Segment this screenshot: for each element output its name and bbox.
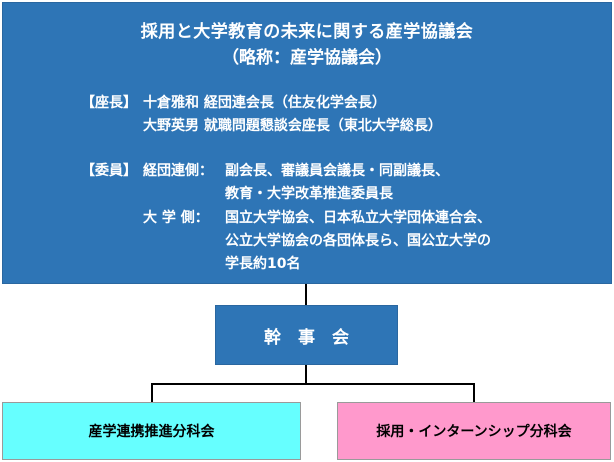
subcommittee-recruitment-internship: 採用・インターンシップ分科会 — [337, 402, 611, 460]
council-abbreviation: （略称：産学協議会） — [222, 48, 392, 68]
university-line-3: 学長約10名 — [225, 256, 301, 272]
keidanren-label: 経団連側： — [143, 163, 213, 179]
chair-2: 大野英男 就職問題懇談会座長（東北大学総長） — [143, 118, 442, 134]
connector-branch-left — [151, 383, 153, 402]
subcommittee-industry-academia: 産学連携推進分科会 — [2, 402, 301, 460]
council-title: 採用と大学教育の未来に関する産学協議会 — [140, 22, 474, 42]
keidanren-line-1: 副会長、審議員会議長・同副議長、 — [225, 163, 449, 179]
university-line-1: 国立大学協会、日本私立大学団体連合会、 — [225, 210, 491, 226]
university-line-2: 公立大学協会の各団体長ら、国公立大学の — [225, 233, 491, 249]
university-label: 大 学 側： — [143, 210, 209, 226]
subcommittee-label: 産学連携推進分科会 — [88, 424, 215, 440]
secretariat-box: 幹 事 会 — [215, 305, 398, 365]
connector-branch-right — [473, 383, 475, 402]
connector-council-secretariat — [305, 284, 307, 305]
connector-branch-horizontal — [151, 383, 475, 385]
member-label: 【委員】 — [81, 163, 137, 179]
chair-label: 【座長】 — [81, 95, 137, 111]
keidanren-line-2: 教育・大学改革推進委員長 — [225, 186, 393, 202]
connector-secretariat-down — [305, 365, 307, 384]
secretariat-label: 幹 事 会 — [264, 327, 349, 348]
subcommittee-label: 採用・インターンシップ分科会 — [376, 424, 572, 440]
chair-1: 十倉雅和 経団連会長（住友化学会長） — [143, 95, 386, 111]
council-box: 採用と大学教育の未来に関する産学協議会 （略称：産学協議会） 【座長】 十倉雅和… — [2, 2, 612, 284]
